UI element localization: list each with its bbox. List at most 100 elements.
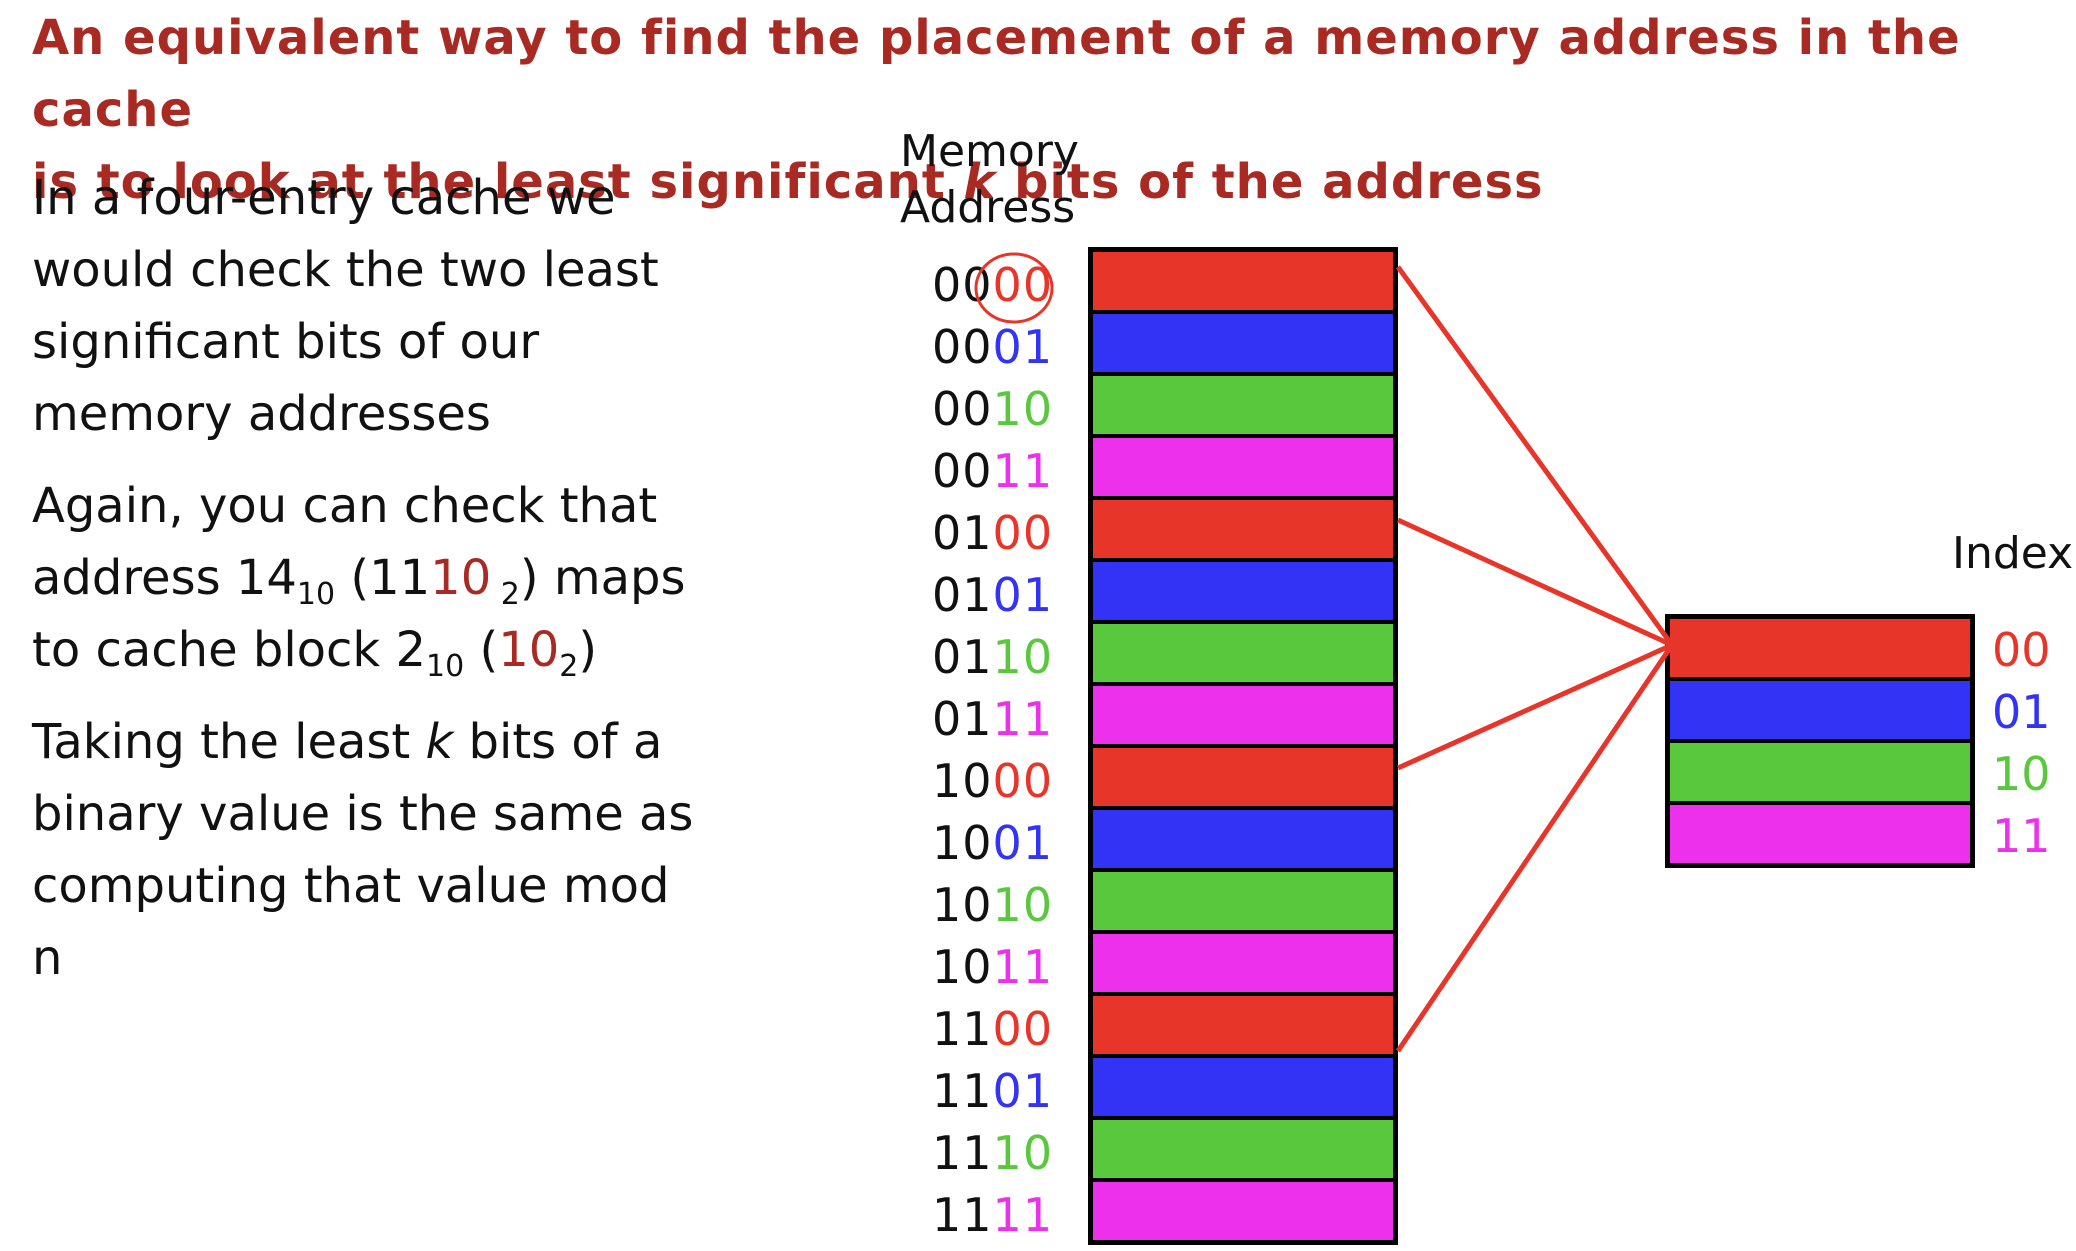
address-high-bits: 10 [932, 816, 993, 870]
address-high-bits: 01 [932, 506, 993, 560]
address-high-bits: 11 [932, 1126, 993, 1180]
address-label: 0110 [932, 634, 1053, 680]
highlight-circle [974, 252, 1054, 324]
cache-block [1670, 743, 1970, 805]
mapping-line [1395, 643, 1675, 1053]
address-low-bits: 01 [992, 568, 1054, 622]
address-label: 1111 [932, 1192, 1053, 1238]
address-label: 1001 [932, 820, 1053, 866]
title-k: k [963, 154, 997, 210]
memory-block [1093, 562, 1393, 624]
address-high-bits: 00 [932, 320, 993, 374]
address-label: 1010 [932, 882, 1053, 928]
address-label: 0101 [932, 572, 1053, 618]
memory-block [1093, 872, 1393, 934]
address-low-bits: 01 [992, 320, 1054, 374]
address-label: 1100 [932, 1006, 1053, 1052]
memory-block [1093, 934, 1393, 996]
p2-text-d: ( [464, 622, 499, 678]
mapping-line [1396, 642, 1674, 771]
index-header: Index [1952, 528, 2074, 579]
address-high-bits: 01 [932, 630, 993, 684]
address-low-bits: 11 [992, 692, 1054, 746]
p2-text-a: Again, you can check that address 14 [32, 478, 658, 606]
p2-text-e: ) [578, 622, 598, 678]
index-label: 01 [1992, 685, 2051, 739]
address-label: 0111 [932, 696, 1053, 742]
cache-table [1665, 614, 1975, 868]
p2-sub-c: 10 [426, 649, 465, 684]
address-label: 0100 [932, 510, 1053, 556]
memory-block [1093, 624, 1393, 686]
mapping-line [1396, 517, 1674, 648]
memory-block [1093, 1058, 1393, 1120]
address-low-bits: 10 [992, 382, 1054, 436]
memory-table [1088, 247, 1398, 1245]
slide-title: An equivalent way to find the placement … [32, 2, 2076, 218]
address-label: 1110 [932, 1130, 1053, 1176]
p3-text-b: bits of a binary value is the same as co… [32, 714, 694, 986]
memory-address-header: Memory Address [900, 124, 1079, 236]
p2-text-c: ) maps to cache block 2 [32, 550, 686, 678]
address-low-bits: 00 [992, 506, 1054, 560]
p2-red-bits-2: 10 [498, 622, 560, 678]
p2-sub-a: 10 [296, 577, 336, 612]
cache-block [1670, 681, 1970, 743]
address-low-bits: 11 [992, 444, 1054, 498]
index-label: 11 [1992, 809, 2051, 863]
memory-block [1093, 500, 1393, 562]
address-label: 0001 [932, 324, 1053, 370]
address-high-bits: 11 [932, 1188, 993, 1242]
memory-block [1093, 376, 1393, 438]
memory-header-line2: Address [900, 182, 1076, 233]
cache-block [1670, 805, 1970, 863]
memory-block [1093, 1120, 1393, 1182]
index-label: 00 [1992, 623, 2051, 677]
address-label: 0010 [932, 386, 1053, 432]
cache-block [1670, 619, 1970, 681]
paragraph-2: Again, you can check that address 1410 (… [32, 470, 712, 686]
address-low-bits: 00 [992, 258, 1054, 312]
title-line-1: An equivalent way to find the placement … [32, 10, 1961, 138]
memory-block [1093, 314, 1393, 376]
explanation-text: In a four-entry cache we would check the… [32, 162, 712, 1014]
memory-header-line1: Memory [900, 126, 1079, 177]
p3-k: k [425, 714, 454, 770]
address-low-bits: 11 [992, 1188, 1054, 1242]
address-high-bits: 01 [932, 692, 993, 746]
memory-block [1093, 1182, 1393, 1240]
address-high-bits: 10 [932, 940, 993, 994]
memory-block [1093, 996, 1393, 1058]
address-low-bits: 01 [992, 816, 1054, 870]
address-high-bits: 01 [932, 568, 993, 622]
memory-block [1093, 810, 1393, 872]
paragraph-3: Taking the least k bits of a binary valu… [32, 706, 712, 994]
address-label: 1000 [932, 758, 1053, 804]
index-label: 10 [1992, 747, 2051, 801]
address-label: 1101 [932, 1068, 1053, 1114]
address-low-bits: 01 [992, 1064, 1054, 1118]
address-high-bits: 00 [932, 382, 993, 436]
memory-block [1093, 438, 1393, 500]
address-low-bits: 11 [992, 940, 1054, 994]
memory-block [1093, 252, 1393, 314]
p2-text-b: (11 [335, 550, 431, 606]
address-low-bits: 10 [992, 630, 1054, 684]
p2-sub-b: 2 [491, 577, 520, 612]
address-high-bits: 00 [932, 444, 993, 498]
address-low-bits: 10 [992, 878, 1054, 932]
p2-red-bits: 10 [430, 550, 492, 606]
address-high-bits: 10 [932, 754, 993, 808]
address-high-bits: 11 [932, 1002, 993, 1056]
memory-block [1093, 748, 1393, 810]
memory-block [1093, 686, 1393, 748]
paragraph-1: In a four-entry cache we would check the… [32, 170, 659, 442]
address-label: 0011 [932, 448, 1053, 494]
address-low-bits: 00 [992, 1002, 1054, 1056]
title-line-2-end: bits of the address [996, 154, 1544, 210]
p2-sub-d: 2 [559, 649, 579, 684]
title-line-2-start: is to look at the least significant [32, 154, 964, 210]
address-low-bits: 00 [992, 754, 1054, 808]
address-high-bits: 10 [932, 878, 993, 932]
